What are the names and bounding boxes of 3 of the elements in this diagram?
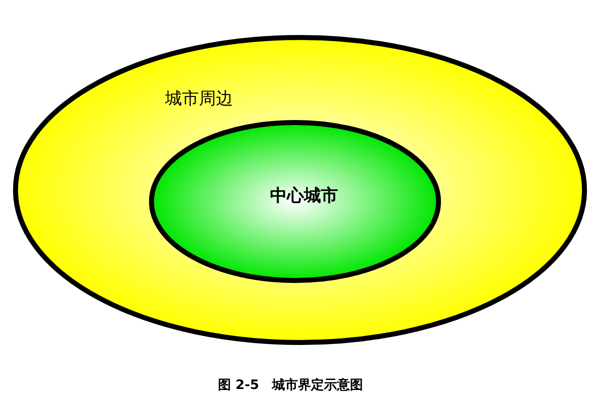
region-label: 城市周边 xyxy=(165,88,233,110)
figure-caption: 图 2-5 城市界定示意图 xyxy=(218,376,364,394)
region-label: 中心城市 xyxy=(270,185,338,207)
